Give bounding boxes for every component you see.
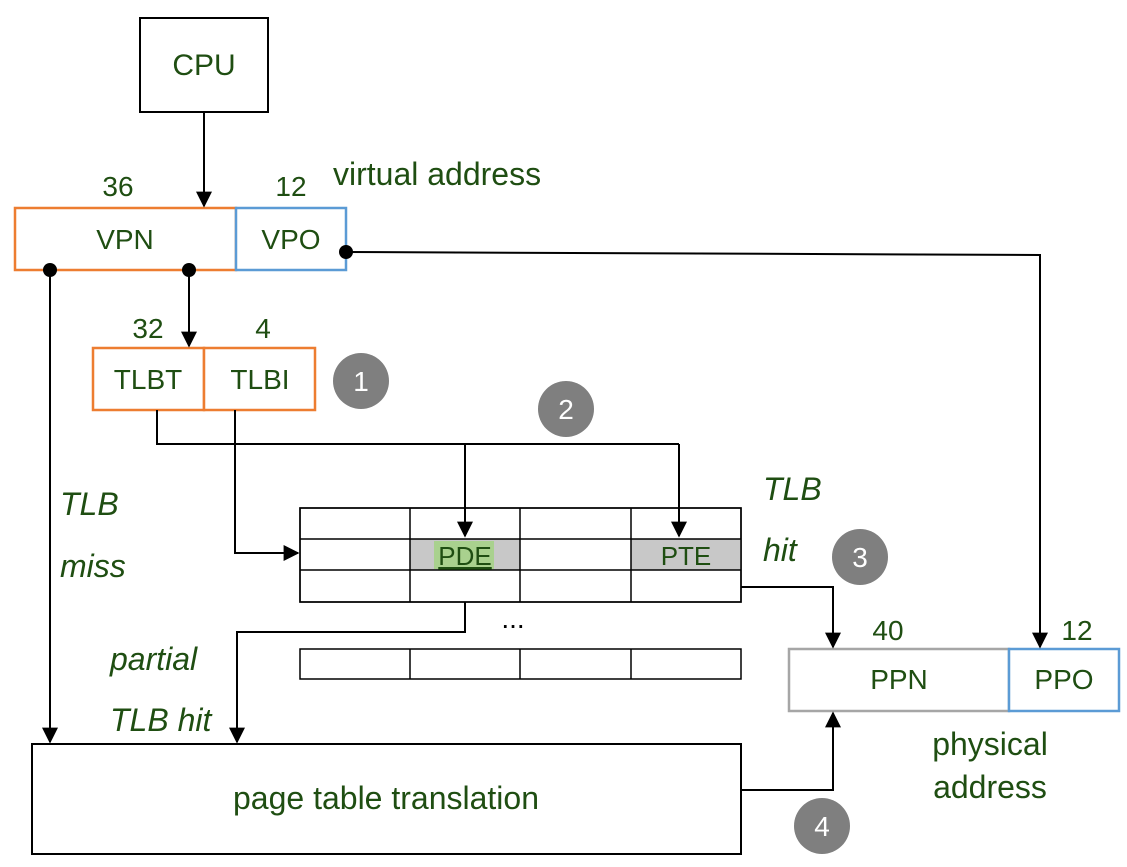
physical-address-label-2: address xyxy=(933,769,1047,805)
step-badge-3-number: 3 xyxy=(852,542,868,573)
ppo-bits: 12 xyxy=(1061,615,1092,646)
tlb-miss-label-2: miss xyxy=(60,548,126,584)
tlb-table xyxy=(299,507,742,603)
pde-text-highlight xyxy=(434,541,494,569)
step-badge-3: 3 xyxy=(832,529,888,585)
vpo-label: VPO xyxy=(261,224,320,255)
vpn-label: VPN xyxy=(96,224,154,255)
vpo-dot xyxy=(339,245,353,259)
tlbt-compare-line xyxy=(156,410,679,445)
vpo-box xyxy=(234,206,348,272)
tlb-table-last-row xyxy=(299,648,742,680)
ppo-box xyxy=(1007,647,1121,713)
vpn-box xyxy=(13,206,238,272)
cpu-label: CPU xyxy=(172,49,235,82)
ppn-box xyxy=(787,647,1011,713)
tlbi-label: TLBI xyxy=(230,364,289,395)
page-table-translation-box xyxy=(31,743,742,855)
tlb-miss-label-1: TLB xyxy=(60,486,119,522)
tlbt-label: TLBT xyxy=(114,364,182,395)
pde-label: PDE xyxy=(438,541,491,571)
tlbt-bits: 32 xyxy=(132,313,163,344)
step-badge-4: 4 xyxy=(794,798,850,854)
partial-hit-label-2: TLB hit xyxy=(110,702,212,738)
vpn-bits: 36 xyxy=(102,171,133,202)
physical-address-label-1: physical xyxy=(932,726,1048,762)
tlbi-box xyxy=(202,346,317,412)
vpo-bits: 12 xyxy=(275,171,306,202)
step-badge-2: 2 xyxy=(538,381,594,437)
ppn-bits: 40 xyxy=(872,615,903,646)
pte-cell-highlight xyxy=(631,539,741,570)
tlbi-bits: 4 xyxy=(255,313,271,344)
step-badge-1-number: 1 xyxy=(353,366,369,397)
pte-label: PTE xyxy=(661,541,712,571)
cpu-box xyxy=(139,17,269,113)
translation-to-ppn-arrow xyxy=(741,711,841,791)
tlbi-to-set-arrow xyxy=(234,410,300,561)
ellipsis: ... xyxy=(501,603,524,634)
tlb-hit-to-ppn-arrow xyxy=(741,586,841,649)
step-badge-2-number: 2 xyxy=(558,394,574,425)
step-badge-1: 1 xyxy=(333,353,389,409)
tlb-miss-dot xyxy=(43,263,57,277)
tlb-hit-label-2: hit xyxy=(763,532,798,568)
step-badge-4-number: 4 xyxy=(814,811,830,842)
partial-hit-label-1: partial xyxy=(109,641,198,677)
virtual-address-label: virtual address xyxy=(333,156,541,192)
tlb-hit-label-1: TLB xyxy=(763,471,822,507)
ppn-label: PPN xyxy=(870,664,928,695)
vpo-to-ppo-arrow xyxy=(345,251,1048,649)
ppo-label: PPO xyxy=(1034,664,1093,695)
page-table-translation-label: page table translation xyxy=(233,780,539,816)
vpn-tap-dot xyxy=(182,263,196,277)
partial-hit-arrow xyxy=(229,602,466,744)
